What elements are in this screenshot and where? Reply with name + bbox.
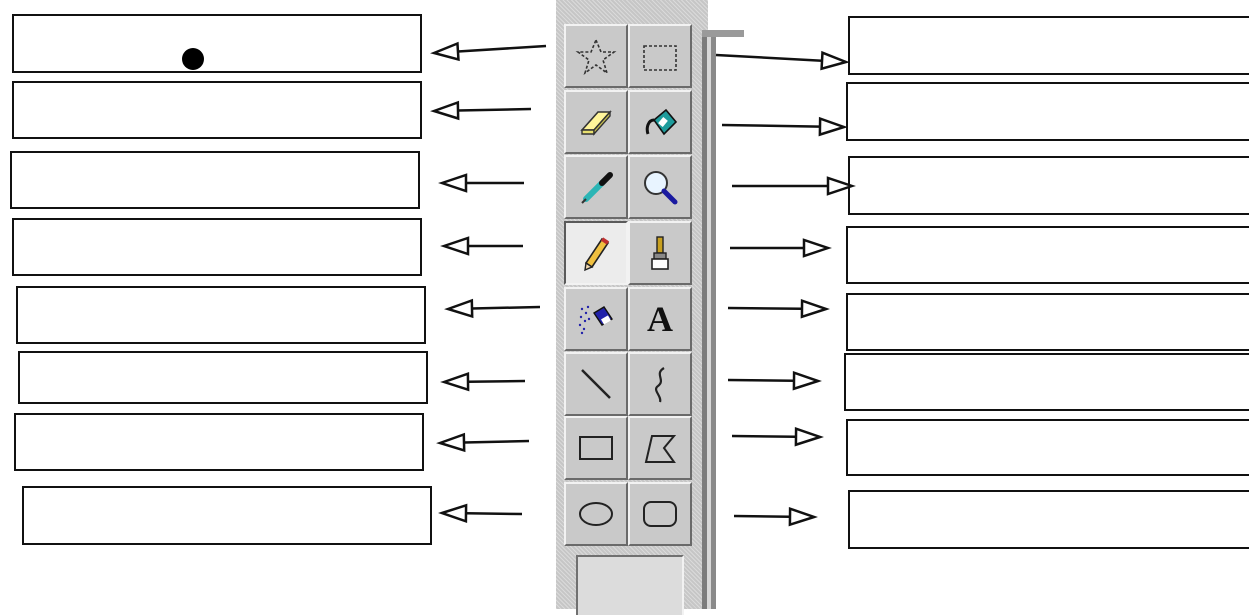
free-form-select-tool[interactable]: [564, 24, 628, 88]
right-label-box-8[interactable]: [848, 490, 1249, 549]
ellipse-tool[interactable]: [564, 482, 628, 546]
right-arrow-7: [731, 426, 824, 447]
left-label-box-8[interactable]: [22, 486, 432, 545]
right-arrow-3: [732, 176, 856, 196]
magnifier-icon: [644, 171, 678, 205]
toolbox-edge-cap: [702, 30, 744, 37]
left-arrow-3: [438, 173, 524, 193]
line-icon: [581, 369, 611, 399]
brush-tool[interactable]: [628, 221, 692, 285]
curve-icon: [654, 367, 665, 403]
fill-with-color-icon: [645, 108, 678, 136]
right-arrow-2: [721, 116, 848, 137]
left-arrow-5: [444, 298, 541, 319]
right-label-box-6[interactable]: [844, 353, 1249, 411]
polygon-tool[interactable]: [628, 416, 692, 480]
marker-dot: [182, 48, 204, 70]
rectangle-select-tool[interactable]: [628, 24, 692, 88]
line-tool[interactable]: [564, 352, 628, 416]
right-label-box-3[interactable]: [848, 156, 1249, 215]
left-label-box-5[interactable]: [16, 286, 426, 344]
rectangle-tool[interactable]: [564, 416, 628, 480]
eraser-icon: [580, 110, 612, 136]
airbrush-tool[interactable]: [564, 287, 628, 351]
right-arrow-8: [733, 506, 818, 527]
left-arrow-8: [438, 503, 523, 524]
ellipse-icon: [579, 502, 613, 526]
airbrush-icon: [578, 305, 613, 335]
pencil-icon: [584, 237, 610, 272]
right-arrow-5: [727, 299, 830, 319]
text-tool[interactable]: A: [628, 287, 692, 351]
right-label-box-4[interactable]: [846, 226, 1249, 284]
pencil-tool[interactable]: [564, 221, 628, 285]
right-arrow-6: [727, 370, 822, 391]
pick-color-tool[interactable]: [564, 155, 628, 219]
left-arrow-4: [440, 236, 523, 256]
free-form-select-icon: [575, 37, 617, 76]
rectangle-icon: [579, 436, 613, 460]
polygon-icon: [644, 435, 677, 463]
paint-toolbox: A: [556, 0, 744, 615]
left-arrow-7: [436, 432, 530, 453]
left-label-box-2[interactable]: [12, 81, 422, 139]
right-arrow-1: [715, 50, 850, 71]
rounded-rectangle-icon: [643, 501, 677, 527]
left-label-box-4[interactable]: [12, 218, 422, 276]
toolbox-edge: [702, 30, 716, 609]
magnifier-tool[interactable]: [628, 155, 692, 219]
left-label-box-1[interactable]: [12, 14, 422, 73]
right-label-box-7[interactable]: [846, 419, 1249, 476]
left-label-box-7[interactable]: [14, 413, 424, 471]
left-arrow-1: [430, 41, 547, 62]
left-label-box-3[interactable]: [10, 151, 420, 209]
left-label-box-6[interactable]: [18, 351, 428, 404]
right-arrow-4: [730, 238, 832, 258]
right-label-box-5[interactable]: [846, 293, 1249, 351]
curve-tool[interactable]: [628, 352, 692, 416]
fill-with-color-tool[interactable]: [628, 90, 692, 154]
pick-color-icon: [581, 172, 613, 204]
left-arrow-6: [440, 371, 526, 392]
right-label-box-1[interactable]: [848, 16, 1249, 75]
right-label-box-2[interactable]: [846, 82, 1249, 141]
tool-options-box[interactable]: [576, 555, 684, 615]
brush-icon: [651, 236, 669, 270]
rounded-rectangle-tool[interactable]: [628, 482, 692, 546]
rectangle-select-icon: [643, 45, 677, 71]
eraser-tool[interactable]: [564, 90, 628, 154]
left-arrow-2: [430, 100, 532, 121]
text-icon: A: [647, 299, 673, 339]
